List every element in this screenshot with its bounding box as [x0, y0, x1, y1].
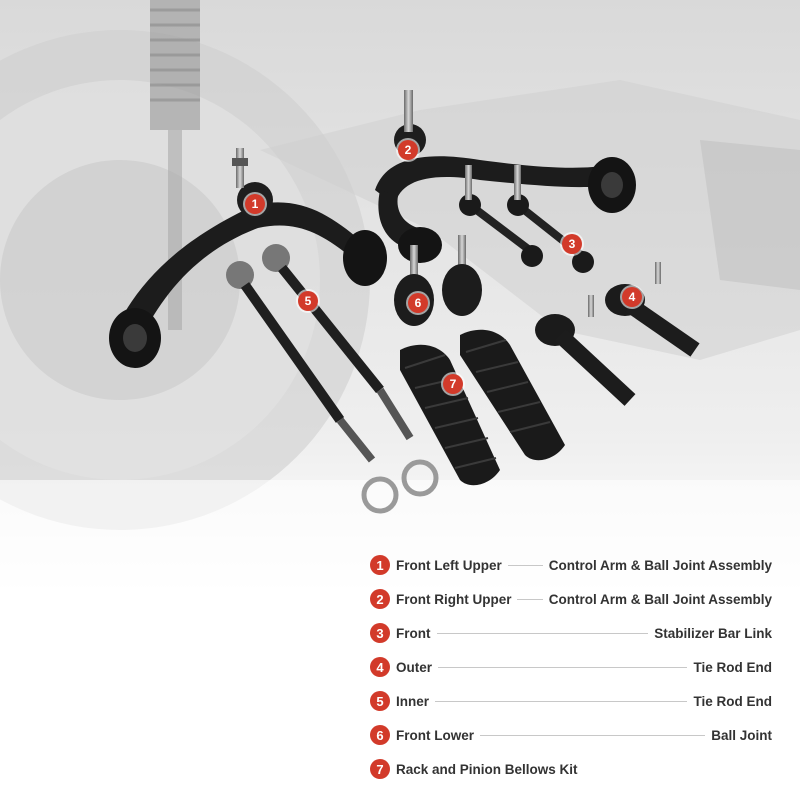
part-front-right-upper-control-arm [375, 90, 636, 263]
legend-position: Rack and Pinion Bellows Kit [396, 761, 578, 777]
legend-badge: 6 [370, 725, 390, 745]
legend-position: Front Lower [396, 727, 474, 743]
legend-part-name: Tie Rod End [693, 659, 772, 675]
legend-badge: 1 [370, 555, 390, 575]
legend-leader-line [507, 564, 543, 566]
legend-badge: 3 [370, 623, 390, 643]
part-inner-tie-rod-ends [226, 244, 414, 463]
legend-row: 7 Rack and Pinion Bellows Kit [370, 752, 772, 786]
legend-position: Outer [396, 659, 433, 675]
callout-badge-6: 6 [408, 293, 428, 313]
legend-badge: 4 [370, 657, 390, 677]
legend-part-name: Tie Rod End [693, 693, 772, 709]
legend-position: Front Left Upper [396, 557, 502, 573]
callout-badge-4: 4 [622, 287, 642, 307]
legend-position: Front [396, 625, 431, 641]
legend-part-name: Stabilizer Bar Link [654, 625, 772, 641]
legend-row: 6 Front Lower Ball Joint [370, 718, 772, 752]
legend-row: 1 Front Left Upper Control Arm & Ball Jo… [370, 548, 772, 582]
legend-leader-line [436, 632, 649, 634]
legend-part-name: Ball Joint [711, 727, 772, 743]
parts-legend: 1 Front Left Upper Control Arm & Ball Jo… [370, 548, 772, 786]
legend-row: 2 Front Right Upper Control Arm & Ball J… [370, 582, 772, 616]
legend-leader-line [517, 598, 543, 600]
callout-badge-7: 7 [443, 374, 463, 394]
callout-badge-5: 5 [298, 291, 318, 311]
legend-row: 4 Outer Tie Rod End [370, 650, 772, 684]
legend-part-name: Control Arm & Ball Joint Assembly [548, 557, 772, 573]
part-front-left-upper-control-arm [109, 148, 387, 368]
legend-badge: 5 [370, 691, 390, 711]
legend-leader-line [438, 666, 688, 668]
part-stabilizer-bar-links [459, 165, 594, 273]
legend-leader-line [435, 700, 688, 702]
legend-badge: 2 [370, 589, 390, 609]
legend-part-name: Control Arm & Ball Joint Assembly [548, 591, 772, 607]
legend-row: 3 Front Stabilizer Bar Link [370, 616, 772, 650]
part-rack-pinion-bellows [361, 329, 565, 514]
legend-leader-line [480, 734, 706, 736]
callout-badge-3: 3 [562, 234, 582, 254]
callout-badge-1: 1 [245, 194, 265, 214]
legend-badge: 7 [370, 759, 390, 779]
legend-position: Front Right Upper [396, 591, 512, 607]
legend-position: Inner [396, 693, 430, 709]
callout-badge-2: 2 [398, 140, 418, 160]
legend-row: 5 Inner Tie Rod End [370, 684, 772, 718]
